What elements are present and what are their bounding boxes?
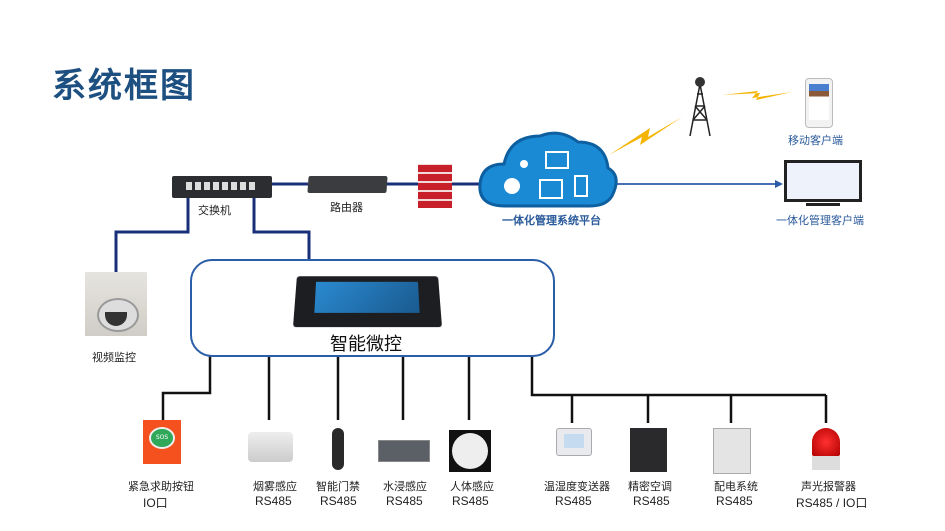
device-protocol: RS485: [386, 494, 423, 508]
smoke-detector-icon: [248, 432, 293, 462]
device-protocol: RS485: [633, 494, 670, 508]
water-sensor-icon: [378, 440, 430, 462]
device-protocol: RS485 / IO口: [796, 496, 868, 510]
sos-text: SOS: [149, 427, 175, 449]
controller-container: [190, 259, 555, 357]
device-protocol: RS485: [255, 494, 292, 508]
bus-main: [530, 356, 826, 397]
line-switch-camera: [114, 198, 190, 275]
device-name: 智能门禁: [316, 480, 360, 493]
lightning-tower-mobile-icon: [722, 91, 792, 100]
sos-button-icon: SOS: [143, 420, 181, 464]
switch-device: [172, 176, 272, 198]
cloud-platform-label: 一体化管理系统平台: [502, 214, 601, 227]
temp-humidity-icon: [556, 428, 592, 456]
camera-label: 视频监控: [92, 351, 136, 364]
lightning-cloud-tower-icon: [609, 117, 682, 155]
router-label: 路由器: [330, 201, 363, 214]
device-name: 水浸感应: [383, 480, 427, 493]
monitor-stand: [806, 203, 840, 206]
power-cabinet-icon: [713, 428, 751, 474]
controller-label: 智能微控: [330, 334, 402, 355]
device-protocol: RS485: [555, 494, 592, 508]
device-name: 人体感应: [450, 480, 494, 493]
device-name: 声光报警器: [801, 480, 856, 493]
controller-tablet-icon: [292, 276, 443, 328]
motion-sensor-icon: [449, 430, 491, 472]
arrow-head: [775, 180, 783, 188]
device-protocol: RS485: [716, 494, 753, 508]
mobile-phone-icon: [805, 78, 833, 128]
desktop-client-label: 一体化管理客户端: [776, 214, 864, 227]
device-name: 配电系统: [714, 480, 758, 493]
bus-sos: [161, 356, 212, 420]
device-name: 紧急求助按钮: [128, 480, 194, 493]
device-name: 精密空调: [628, 480, 672, 493]
device-name: 温湿度变送器: [544, 480, 610, 493]
firewall-icon: [418, 164, 452, 208]
device-protocol: RS485: [452, 494, 489, 508]
device-protocol: IO口: [143, 496, 168, 510]
line-switch-controller: [252, 198, 311, 260]
alarm-light-icon: [812, 428, 840, 472]
page-title: 系统框图: [52, 66, 196, 106]
device-name: 烟雾感应: [253, 480, 297, 493]
switch-label: 交换机: [198, 204, 231, 217]
precision-ac-icon: [630, 428, 667, 472]
door-access-icon: [332, 428, 344, 470]
mobile-client-label: 移动客户端: [788, 134, 843, 147]
device-protocol: RS485: [320, 494, 357, 508]
desktop-monitor-icon: [784, 160, 862, 202]
camera-icon: [85, 272, 147, 336]
